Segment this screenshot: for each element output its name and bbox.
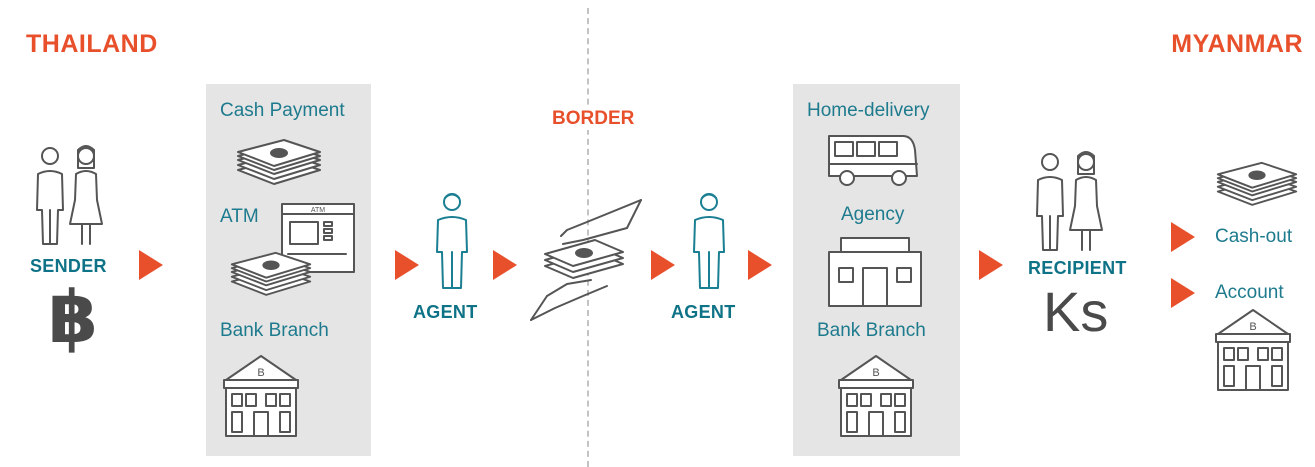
bus-icon xyxy=(825,130,921,190)
sender-label: SENDER xyxy=(30,256,107,276)
cash-stack-icon xyxy=(1214,152,1300,210)
cash-out-label: Cash-out xyxy=(1215,226,1293,247)
atm-label: ATM xyxy=(220,206,259,227)
flow-arrow xyxy=(139,250,163,280)
recipient-couple-icon xyxy=(1030,146,1110,254)
recipient-currency-symbol: Ks xyxy=(1043,280,1109,343)
border-label: BORDER xyxy=(550,108,637,130)
flow-arrow xyxy=(1171,278,1195,308)
bank-building-icon: B xyxy=(837,350,915,440)
flow-arrow xyxy=(395,250,419,280)
agent-label: AGENT xyxy=(413,302,478,322)
agency-label: Agency xyxy=(841,204,905,225)
origin-country-label: THAILAND xyxy=(26,30,158,58)
cash-stack-icon xyxy=(228,242,314,300)
sender-couple-icon xyxy=(30,140,110,248)
bank-building-icon: B xyxy=(1214,304,1292,394)
delivery-channels-panel: Home-delivery Agency Bank Branch B xyxy=(793,84,960,456)
shop-icon xyxy=(823,234,927,308)
agent-icon xyxy=(432,188,472,292)
flow-arrow xyxy=(1171,222,1195,252)
svg-text:B: B xyxy=(1249,321,1256,333)
account-label: Account xyxy=(1215,282,1284,303)
sender-currency-symbol: ฿ xyxy=(48,278,99,358)
bank-branch-label: Bank Branch xyxy=(220,320,329,341)
flow-arrow xyxy=(979,250,1003,280)
svg-text:ATM: ATM xyxy=(311,207,325,214)
border-divider xyxy=(587,8,589,467)
cash-payment-label: Cash Payment xyxy=(220,100,345,121)
bank-building-icon: B xyxy=(222,350,300,440)
svg-text:B: B xyxy=(872,367,879,379)
recipient-label: RECIPIENT xyxy=(1028,258,1127,278)
flow-arrow xyxy=(493,250,517,280)
agent-icon xyxy=(689,188,729,292)
flow-arrow xyxy=(748,250,772,280)
agent-label: AGENT xyxy=(671,302,736,322)
destination-country-label: MYANMAR xyxy=(1171,30,1303,58)
svg-text:B: B xyxy=(257,367,264,379)
home-delivery-label: Home-delivery xyxy=(807,100,930,121)
cash-stack-icon xyxy=(234,130,324,188)
hand-to-hand-cash-icon xyxy=(527,196,645,324)
sending-channels-panel: Cash Payment ATM ATM xyxy=(206,84,371,456)
flow-arrow xyxy=(651,250,675,280)
bank-branch-label: Bank Branch xyxy=(817,320,926,341)
